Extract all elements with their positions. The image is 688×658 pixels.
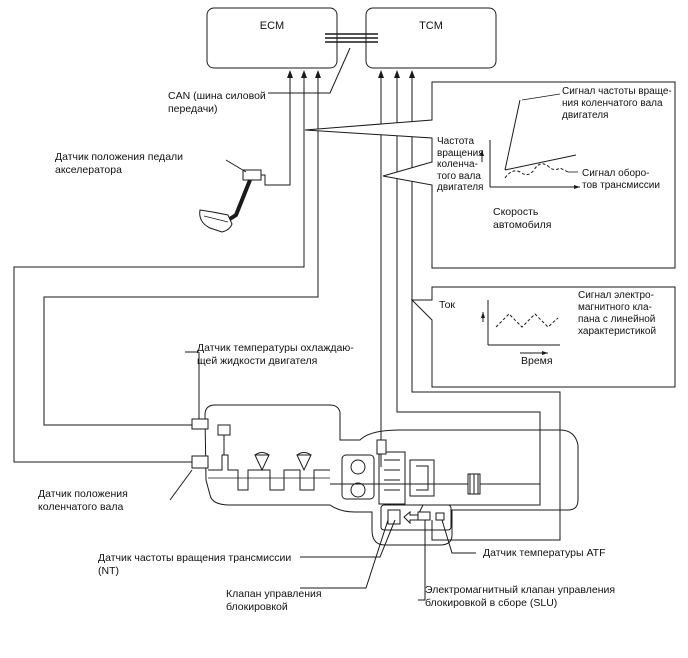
tcm-title: TCM (419, 20, 443, 32)
graph1-plot (480, 93, 580, 189)
graph2-signal-label: Сигнал электро- магнитного кла- пана с л… (578, 290, 657, 337)
ecm-title: ECM (259, 20, 285, 32)
atf-sensor-label: Датчик температуры ATF (483, 547, 606, 559)
engine-speed-line (504, 99, 577, 171)
atf-sensor-symbol (435, 512, 445, 521)
can-bus (325, 33, 378, 43)
accel-line (255, 72, 291, 186)
solenoid-signal-wave (495, 313, 559, 328)
graph2-x-label: Время (521, 355, 553, 367)
can-leader (268, 47, 351, 94)
tcm-box (365, 7, 497, 69)
valve-body (380, 504, 452, 531)
nt-sensor-symbol (376, 439, 387, 455)
crank-sensor-label: Датчик положения коленчатого вала (38, 488, 128, 513)
graph1-x-label: Скорость автомобиля (493, 206, 552, 231)
graph2-y-label: Ток (439, 299, 456, 311)
coolant-sensor-symbol (191, 418, 209, 430)
accel-sensor-body (242, 169, 262, 181)
accel-sensor-label: Датчик положения педали акселератора (55, 151, 184, 176)
lockup-valve-label: Клапан управления блокировкой (226, 588, 322, 613)
graph1-y-label: Частота вращения коленча- того вала двиг… (437, 136, 484, 193)
lockup-arrow-symbol (403, 510, 419, 525)
crankshaft (208, 424, 330, 491)
crank-sensor-symbol (191, 455, 209, 469)
coolant-sensor-label: Датчик температуры охлаждаю- щей жидкост… (197, 342, 354, 367)
atf-line-tcm (411, 72, 561, 541)
nt-sensor-label: Датчик частоты вращения трансмиссии (NT) (98, 552, 292, 577)
lockup-valve-symbol (387, 509, 401, 525)
slu-valve-label: Электромагнитный клапан управления блоки… (425, 584, 616, 609)
signal-arrows (287, 70, 415, 78)
can-label: CAN (шина силовой передачи) (168, 90, 266, 115)
trans-speed-line (504, 163, 569, 179)
ecm-box (206, 7, 338, 69)
slu-line-tcm (396, 72, 541, 516)
coolant-line-ecm (43, 72, 319, 426)
graph2-panel (410, 286, 676, 388)
accel-pedal-shoe (199, 209, 233, 233)
powertrain-outline (204, 404, 579, 546)
graph1-engine-signal-label: Сигнал частоты враще- ния коленчатого ва… (562, 86, 672, 121)
transmission-internals (330, 451, 540, 505)
graph2-plot (481, 300, 560, 355)
crank-line-ecm (13, 72, 305, 463)
slu-symbol (417, 511, 431, 521)
graph1-trans-signal-label: Сигнал оборо- тов трансмиссии (582, 168, 660, 191)
